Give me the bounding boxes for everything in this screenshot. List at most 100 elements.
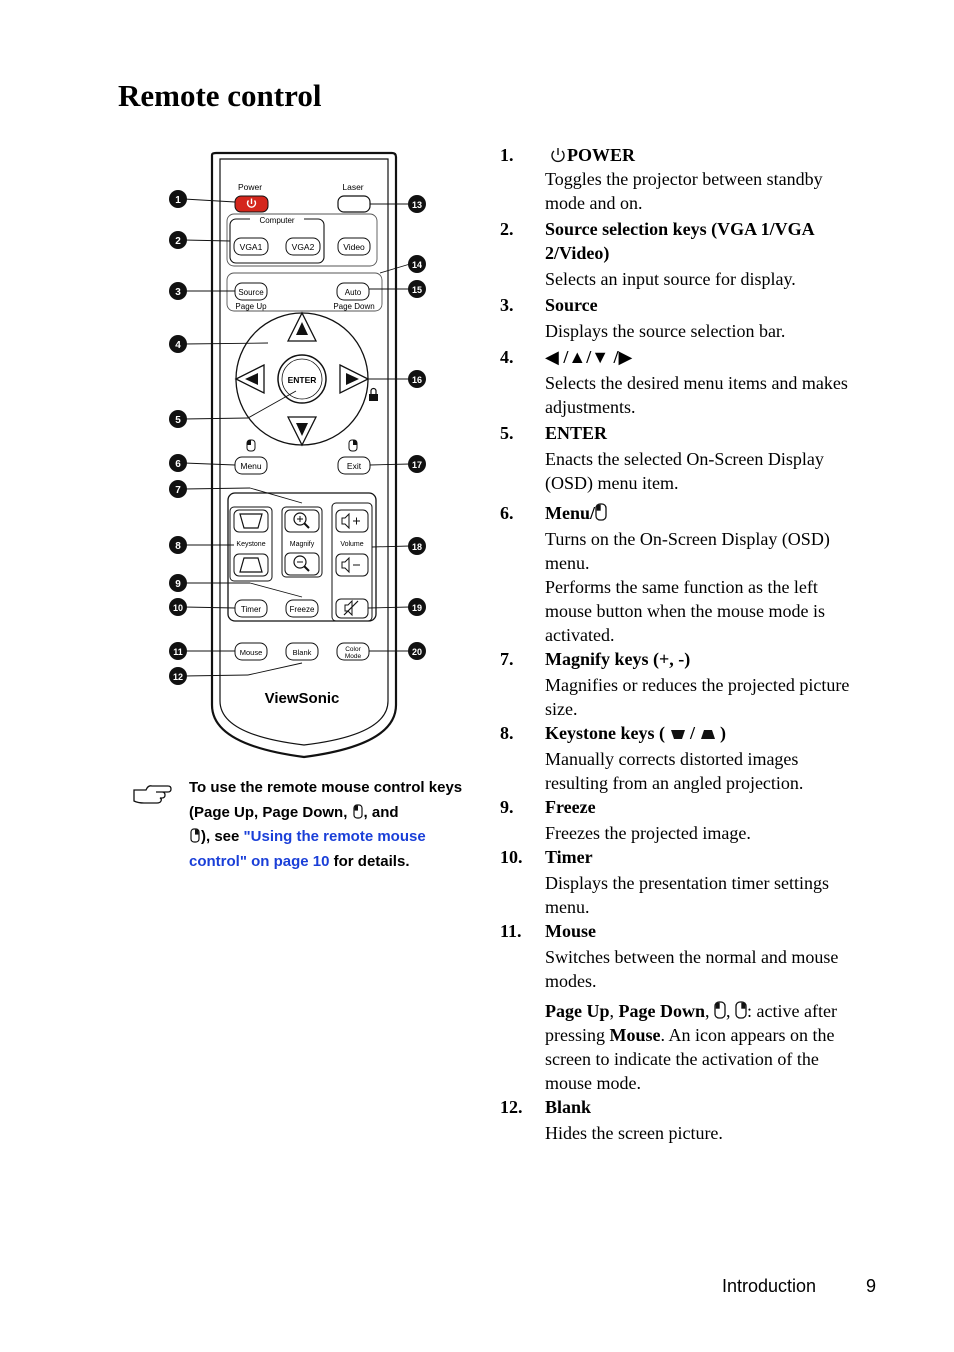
svg-text:16: 16 xyxy=(412,375,422,385)
svg-text:Mode: Mode xyxy=(345,653,362,660)
source-button xyxy=(234,282,268,301)
svg-text:Magnify: Magnify xyxy=(290,541,315,548)
item-list: 1. POWER Toggles the projector between s… xyxy=(500,143,860,1145)
callout-numbers: 1 2 3 4 5 6 7 8 9 10 11 12 13 14 15 16 1… xyxy=(169,190,426,685)
svg-text:4: 4 xyxy=(175,340,181,351)
auto-button xyxy=(336,282,370,301)
list-item: 2. Source selection keys (VGA 1/VGA 2/Vi… xyxy=(500,219,814,289)
remote-control-diagram: Power Laser Computer VGA1 VGA2 Video Sou… xyxy=(169,151,426,759)
list-item: 1. POWER Toggles the projector between s… xyxy=(500,145,823,213)
svg-text:Mouse: Mouse xyxy=(240,648,263,657)
svg-text:VGA2: VGA2 xyxy=(292,242,315,252)
left-mouse-icon xyxy=(246,439,256,452)
callout-5: 5 xyxy=(169,410,187,428)
svg-text:VGA1: VGA1 xyxy=(240,242,263,252)
callout-2: 2 xyxy=(169,231,187,249)
svg-text:11: 11 xyxy=(173,647,183,657)
keystone-up-button xyxy=(233,509,269,533)
svg-text:8: 8 xyxy=(175,541,181,552)
page-number: 9 xyxy=(866,1276,877,1296)
svg-text:15: 15 xyxy=(412,285,422,295)
color-mode-button xyxy=(336,642,370,661)
menu-button xyxy=(234,456,268,475)
enter-button xyxy=(277,354,327,404)
list-item: 8. Keystone keys ( / ) Manually corrects… xyxy=(500,723,804,793)
arrow-up-icon xyxy=(286,311,318,342)
volume-down-button xyxy=(335,553,369,577)
callout-17: 17 xyxy=(408,455,426,473)
arrow-up-icon: ▲ xyxy=(568,347,587,367)
svg-text:14: 14 xyxy=(412,260,422,270)
timer-button xyxy=(234,599,268,618)
svg-text:Page Up: Page Up xyxy=(235,302,267,311)
mouse-mode-note: Page Up, Page Down, , : active after pre… xyxy=(545,1001,837,1093)
callout-16: 16 xyxy=(408,370,426,388)
footer-section: Introduction xyxy=(722,1276,817,1296)
power-label: Power xyxy=(238,182,262,192)
pointing-hand-icon xyxy=(133,785,172,804)
arrow-left-icon xyxy=(234,363,265,395)
laser-button xyxy=(337,195,371,213)
svg-text:6: 6 xyxy=(175,459,181,470)
list-item: 4. ◀ /▲/▼ /▶ Selects the desired menu it… xyxy=(500,345,860,419)
svg-text:20: 20 xyxy=(412,647,422,657)
callout-13: 13 xyxy=(408,195,426,213)
remote-mouse-link[interactable]: "Using the remote mouse control" on page… xyxy=(189,828,426,870)
arrow-right-icon xyxy=(339,363,370,395)
mute-button xyxy=(335,598,369,619)
right-mouse-icon xyxy=(735,1001,747,1019)
list-item: 9. Freeze Freezes the projected image. xyxy=(500,797,751,843)
mouse-button xyxy=(234,642,268,661)
exit-button xyxy=(337,456,371,475)
list-item: 5. ENTER Enacts the selected On-Screen D… xyxy=(500,423,824,493)
svg-text:Exit: Exit xyxy=(347,461,362,471)
page-title: Remote control xyxy=(118,78,322,113)
list-item: 10. Timer Displays the presentation time… xyxy=(500,847,829,917)
arrow-down-icon xyxy=(286,416,318,447)
svg-text:Menu: Menu xyxy=(240,461,262,471)
left-mouse-icon xyxy=(714,1001,726,1019)
callout-7: 7 xyxy=(169,480,187,498)
blank-button xyxy=(285,642,319,661)
callout-15: 15 xyxy=(408,280,426,298)
callout-4: 4 xyxy=(169,335,187,353)
svg-text:10: 10 xyxy=(173,603,183,613)
svg-text:Source: Source xyxy=(238,288,264,297)
svg-text:9: 9 xyxy=(175,579,181,590)
computer-label: Computer xyxy=(259,216,294,225)
keystone-down-icon xyxy=(670,730,685,739)
svg-text:Auto: Auto xyxy=(345,288,362,297)
left-mouse-icon xyxy=(352,803,363,819)
list-item: 12. Blank Hides the screen picture. xyxy=(500,1097,723,1143)
note-text: To use the remote mouse control keys (Pa… xyxy=(189,779,463,870)
power-icon xyxy=(246,198,257,208)
svg-text:17: 17 xyxy=(412,460,422,470)
callout-1: 1 xyxy=(169,190,187,208)
svg-text:Keystone: Keystone xyxy=(236,541,265,548)
callout-18: 18 xyxy=(408,537,426,555)
svg-text:Blank: Blank xyxy=(293,648,312,657)
list-item: 3. Source Displays the source selection … xyxy=(500,295,786,341)
svg-text:1: 1 xyxy=(175,195,181,206)
svg-text:Video: Video xyxy=(343,242,365,252)
arrow-keys-title: ◀ /▲/▼ /▶ xyxy=(545,347,633,367)
freeze-button xyxy=(285,599,319,618)
arrow-right-icon: ▶ xyxy=(618,347,633,367)
callout-9: 9 xyxy=(169,574,187,592)
power-icon xyxy=(551,148,565,163)
right-mouse-icon xyxy=(348,439,358,452)
callout-8: 8 xyxy=(169,536,187,554)
svg-text:3: 3 xyxy=(175,287,181,298)
right-mouse-icon xyxy=(190,828,200,843)
list-item: 7. Magnify keys (+, -) Magnifies or redu… xyxy=(500,649,850,719)
callout-20: 20 xyxy=(408,642,426,660)
callout-3: 3 xyxy=(169,282,187,300)
svg-text:2: 2 xyxy=(175,236,181,247)
svg-text:12: 12 xyxy=(173,672,183,682)
vga1-button xyxy=(233,237,269,256)
callout-19: 19 xyxy=(408,598,426,616)
callout-6: 6 xyxy=(169,454,187,472)
svg-text:Color: Color xyxy=(345,646,361,653)
brand-logo: ViewSonic xyxy=(265,690,340,707)
callout-12: 12 xyxy=(169,667,187,685)
